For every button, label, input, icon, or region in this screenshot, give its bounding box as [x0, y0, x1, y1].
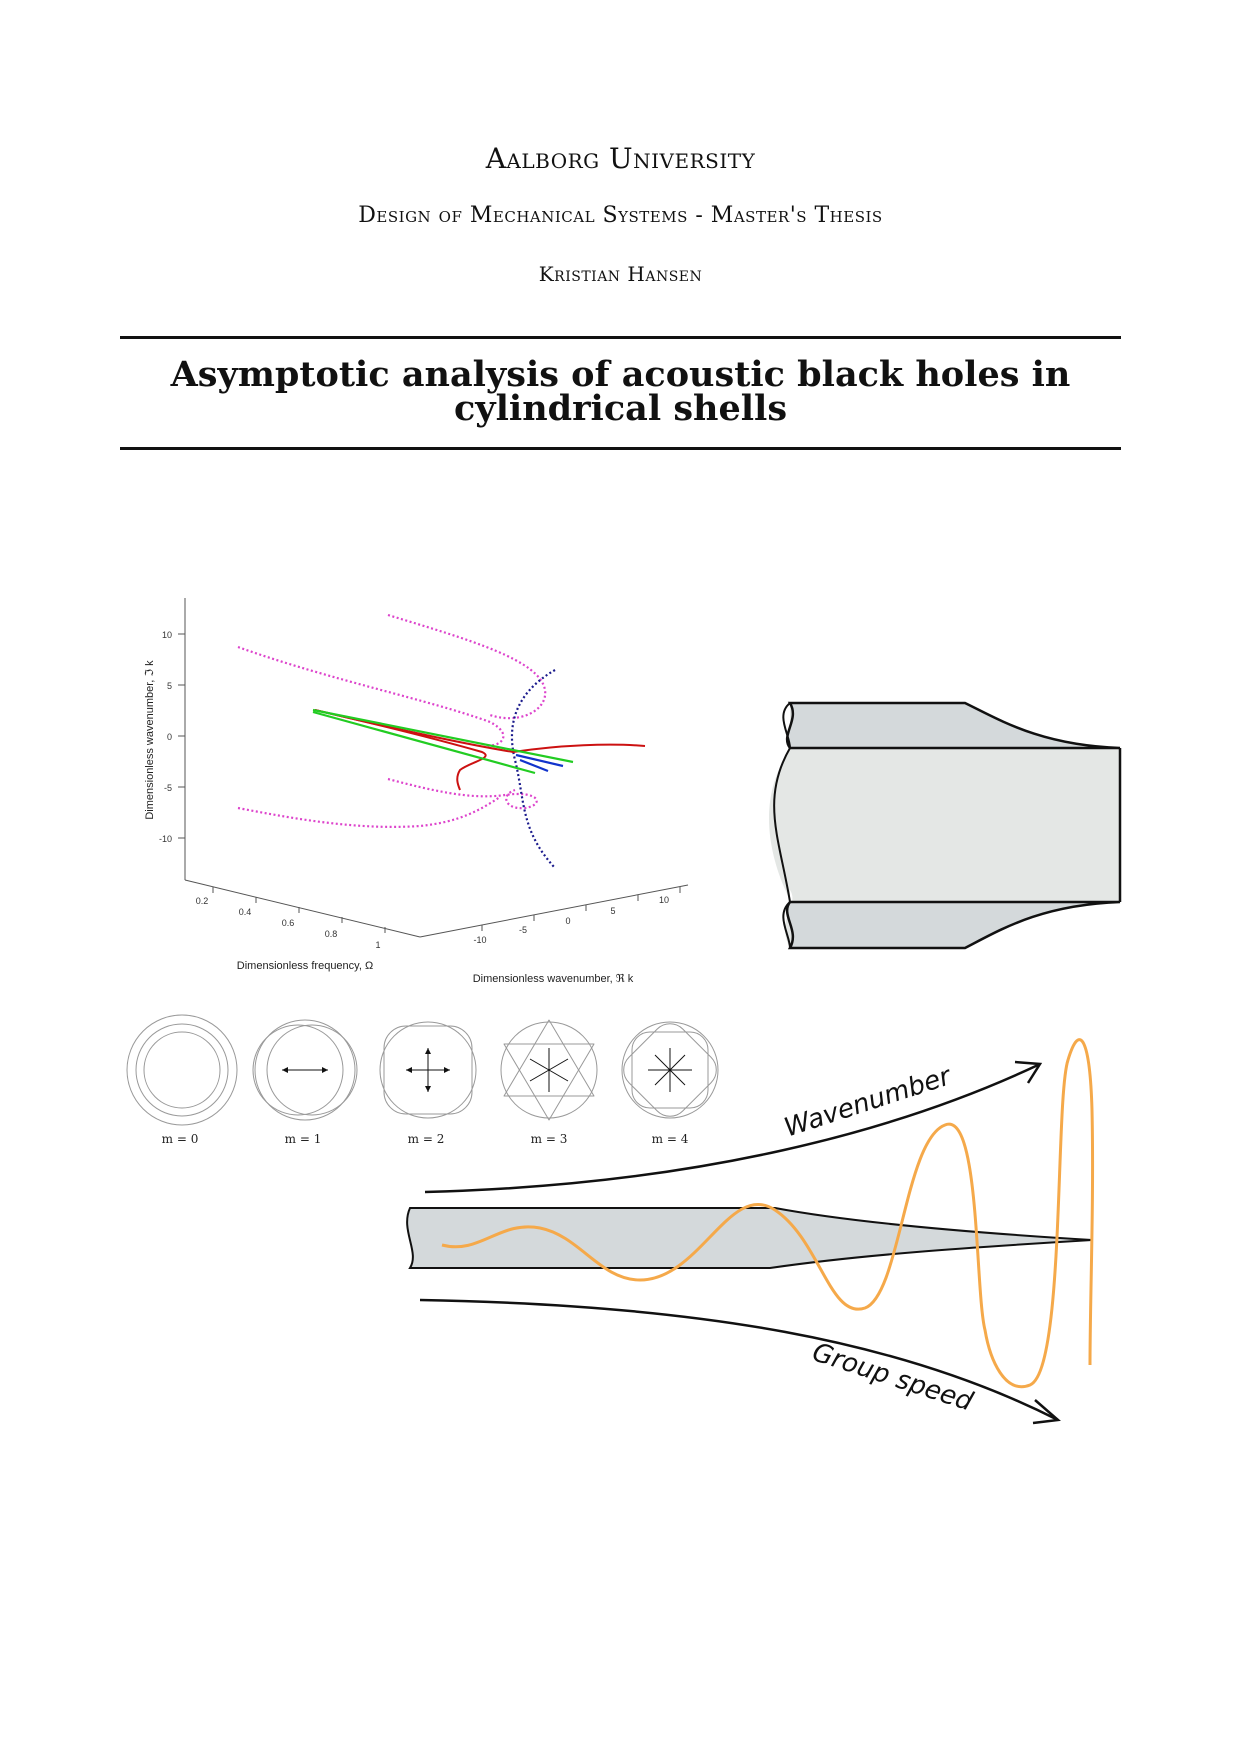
bending-wave [441, 1038, 1095, 1389]
curve-pink-lower-right [387, 777, 538, 810]
curve-green-upper [312, 708, 574, 764]
z-tick-label: -5 [164, 783, 172, 793]
z-tick-label: -10 [159, 834, 172, 844]
mode-shape-m1 [252, 1019, 358, 1121]
mode-label-m2: m = 2 [408, 1132, 445, 1146]
programme-name: Design of Mechanical Systems - Master's … [358, 203, 883, 228]
curve-red-upper [314, 709, 646, 754]
mode-label-m1: m = 1 [285, 1132, 322, 1146]
z-tick-label: 5 [167, 681, 172, 691]
curve-green-lower [312, 710, 536, 775]
re-tick-label: -5 [519, 925, 527, 935]
group-speed-label: Group speed [809, 1337, 977, 1417]
z-tick-label: 10 [162, 630, 172, 640]
frequency-tick-label: 0.2 [196, 896, 209, 906]
mode-shape-m4 [621, 1021, 719, 1119]
abh-wedge [406, 1207, 1093, 1269]
curve-blue [515, 753, 564, 773]
mode-shape-m0 [126, 1014, 238, 1126]
title-rule-top [120, 336, 1121, 339]
mode-shape-m3 [500, 1019, 598, 1121]
author-name: Kristian Hansen [538, 262, 703, 286]
curve-red-lower [314, 709, 487, 791]
re-tick-label: -10 [473, 935, 486, 945]
re-tick-label: 0 [565, 916, 570, 926]
mode-shape-m2 [379, 1021, 477, 1119]
shell-wall-upper [785, 701, 1121, 750]
frequency-tick-label: 0.4 [239, 907, 252, 917]
z-axis-label: Dimensionless wavenumber, ℑ k [144, 660, 156, 820]
z-tick-label: 0 [167, 732, 172, 742]
shell-cross-section [769, 701, 1122, 950]
wavenumber-label: Wavenumber [781, 1061, 957, 1144]
shell-wall-lower [785, 900, 1121, 950]
frequency-tick-label: 0.6 [282, 918, 295, 928]
wavenumber-arrow [424, 1063, 1039, 1194]
thesis-title: Asymptotic analysis of acoustic black ho… [170, 354, 1071, 429]
dispersion-plot: 10 5 0 -5 -10 0.2 0.4 0.6 0.8 1 -10 -5 0… [144, 598, 689, 985]
frequency-tick-label: 0.8 [325, 929, 338, 939]
mode-shapes: m = 0 m = 1 m = 2 m = 3 m = 4 [126, 1014, 719, 1146]
re-tick-label: 5 [610, 906, 615, 916]
mode-label-m3: m = 3 [531, 1132, 568, 1146]
university-name: Aalborg University [485, 142, 756, 175]
curve-pink-upper-left [237, 645, 505, 747]
re-wavenumber-axis [419, 884, 689, 938]
curve-navy [510, 669, 556, 869]
frequency-axis [184, 879, 421, 938]
title-rule-bottom [120, 447, 1121, 450]
re-tick-label: 10 [659, 895, 669, 905]
curve-pink-lower-left [237, 796, 501, 828]
frequency-tick-label: 1 [375, 940, 380, 950]
mode-label-m4: m = 4 [652, 1132, 689, 1146]
y-axis-label: Dimensionless wavenumber, ℜ k [473, 973, 634, 985]
mode-label-m0: m = 0 [162, 1132, 199, 1146]
x-axis-label: Dimensionless frequency, Ω [237, 960, 373, 972]
group-speed-arrow [419, 1298, 1059, 1422]
curve-pink-upper-right [387, 613, 547, 720]
